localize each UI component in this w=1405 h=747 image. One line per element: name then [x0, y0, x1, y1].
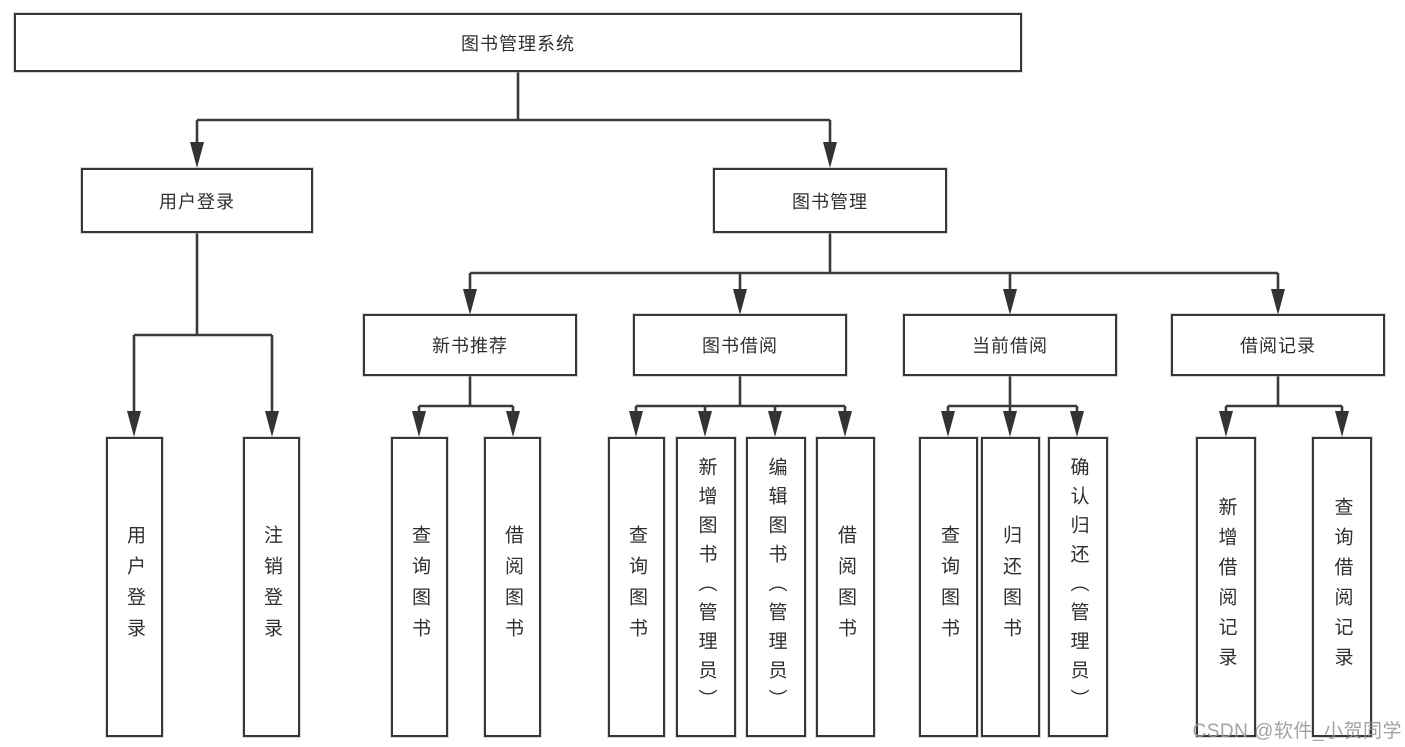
node-new-book-recommend: 新书推荐: [363, 314, 577, 376]
leaf-add-borrow-record: 新增借阅记录: [1196, 437, 1256, 737]
node-book-borrowing: 图书借阅: [633, 314, 847, 376]
connector-book-borrowing-children: [629, 376, 852, 437]
node-current-borrowing: 当前借阅: [903, 314, 1117, 376]
node-borrowing-records: 借阅记录: [1171, 314, 1385, 376]
connector-book-management-children: [463, 233, 1285, 315]
connector-user-login-children: [127, 233, 279, 437]
leaf-confirm-return-admin: 确认归还（管理员）: [1048, 437, 1108, 737]
connector-new-book-recommend-children: [412, 376, 520, 437]
leaf-query-book-recommend: 查询图书: [391, 437, 448, 737]
connector-current-borrowing-children: [941, 376, 1084, 437]
node-user-login: 用户登录: [81, 168, 313, 233]
node-book-management: 图书管理: [713, 168, 947, 233]
leaf-edit-book-admin: 编辑图书（管理员）: [746, 437, 806, 737]
leaf-user-login: 用户登录: [106, 437, 163, 737]
csdn-watermark: CSDN @软件_小贺同学: [1192, 721, 1402, 742]
leaf-borrow-book-recommend: 借阅图书: [484, 437, 541, 737]
node-root-system: 图书管理系统: [14, 13, 1022, 72]
leaf-logout: 注销登录: [243, 437, 300, 737]
leaf-return-book: 归还图书: [981, 437, 1040, 737]
leaf-query-book-borrowing: 查询图书: [608, 437, 665, 737]
leaf-query-book-current: 查询图书: [919, 437, 978, 737]
leaf-borrow-book-borrowing: 借阅图书: [816, 437, 875, 737]
leaf-query-borrow-record: 查询借阅记录: [1312, 437, 1372, 737]
leaf-add-book-admin: 新增图书（管理员）: [676, 437, 736, 737]
connector-root-to-level2: [190, 71, 837, 168]
connector-borrowing-records-children: [1219, 376, 1349, 437]
